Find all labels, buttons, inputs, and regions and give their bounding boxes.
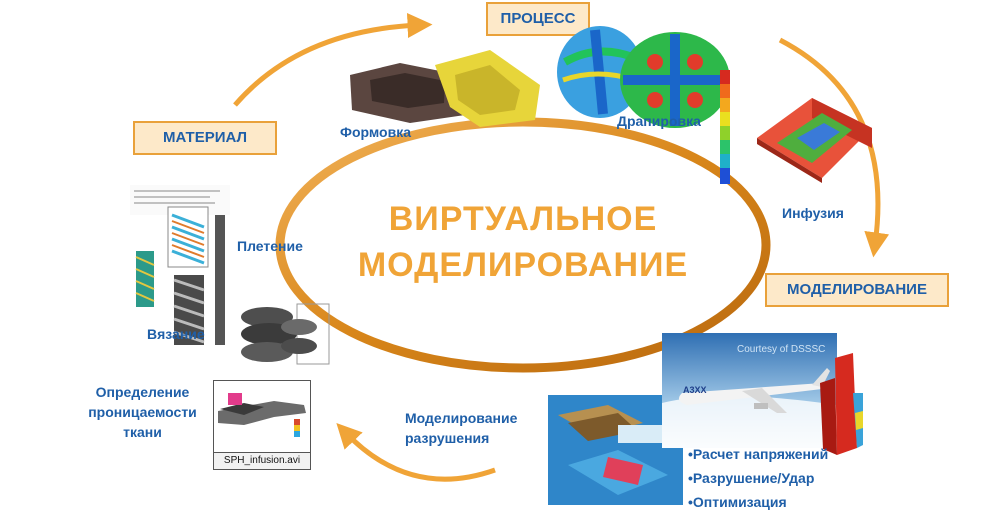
label-permeability-line3: ткани xyxy=(123,424,162,440)
label-failure-line2: разрушения xyxy=(405,430,490,446)
forming-image xyxy=(350,50,540,127)
aircraft-label: A3XX xyxy=(683,385,707,395)
bullet-stress-calc: •Расчет напряжений xyxy=(688,446,829,462)
aircraft-photo xyxy=(662,333,837,448)
infusion-image xyxy=(757,98,872,183)
center-title-line1: ВИРТУАЛЬНОЕ xyxy=(388,200,658,238)
video-caption: SPH_infusion.avi xyxy=(214,452,310,469)
arrow-process-to-modeling xyxy=(778,37,890,258)
knitting-image xyxy=(241,303,330,365)
permeability-video-thumbnail[interactable]: SPH_infusion.avi xyxy=(213,380,311,470)
label-infusion: Инфузия xyxy=(782,205,844,221)
structural-part-image xyxy=(820,353,863,455)
arrow-modeling-to-material xyxy=(336,422,496,482)
center-title: ВИРТУАЛЬНОЕ МОДЕЛИРОВАНИЕ xyxy=(280,200,766,300)
label-failure-modeling: Моделирование разрушения xyxy=(405,410,535,447)
label-permeability-line1: Определение xyxy=(95,384,190,400)
center-title-line2: МОДЕЛИРОВАНИЕ xyxy=(357,246,689,284)
stage-modeling: МОДЕЛИРОВАНИЕ xyxy=(765,273,949,307)
label-failure-line1: Моделирование xyxy=(405,410,518,426)
draping-image xyxy=(557,26,730,128)
label-forming: Формовка xyxy=(340,124,411,140)
stage-material: МАТЕРИАЛ xyxy=(133,121,277,155)
stage-process: ПРОЦЕСС xyxy=(486,2,590,36)
label-weaving: Плетение xyxy=(237,238,303,254)
label-permeability-line2: проницаемости xyxy=(88,404,197,420)
label-draping: Драпировка xyxy=(617,113,701,129)
arrow-material-to-process xyxy=(233,13,433,107)
weaving-image xyxy=(130,185,230,345)
failure-modeling-image xyxy=(548,395,683,505)
color-scale-bar xyxy=(720,70,730,184)
bullet-optimization: •Оптимизация xyxy=(688,494,787,510)
permeability-video-frame xyxy=(214,381,310,451)
photo-credit: Courtesy of DSSSC xyxy=(737,344,826,355)
label-knitting: Вязание xyxy=(147,326,205,342)
label-permeability: Определение проницаемости ткани xyxy=(80,384,205,441)
bullet-failure-impact: •Разрушение/Удар xyxy=(688,470,815,486)
modeling-bullets: •Расчет напряжений •Разрушение/Удар •Опт… xyxy=(688,442,878,514)
